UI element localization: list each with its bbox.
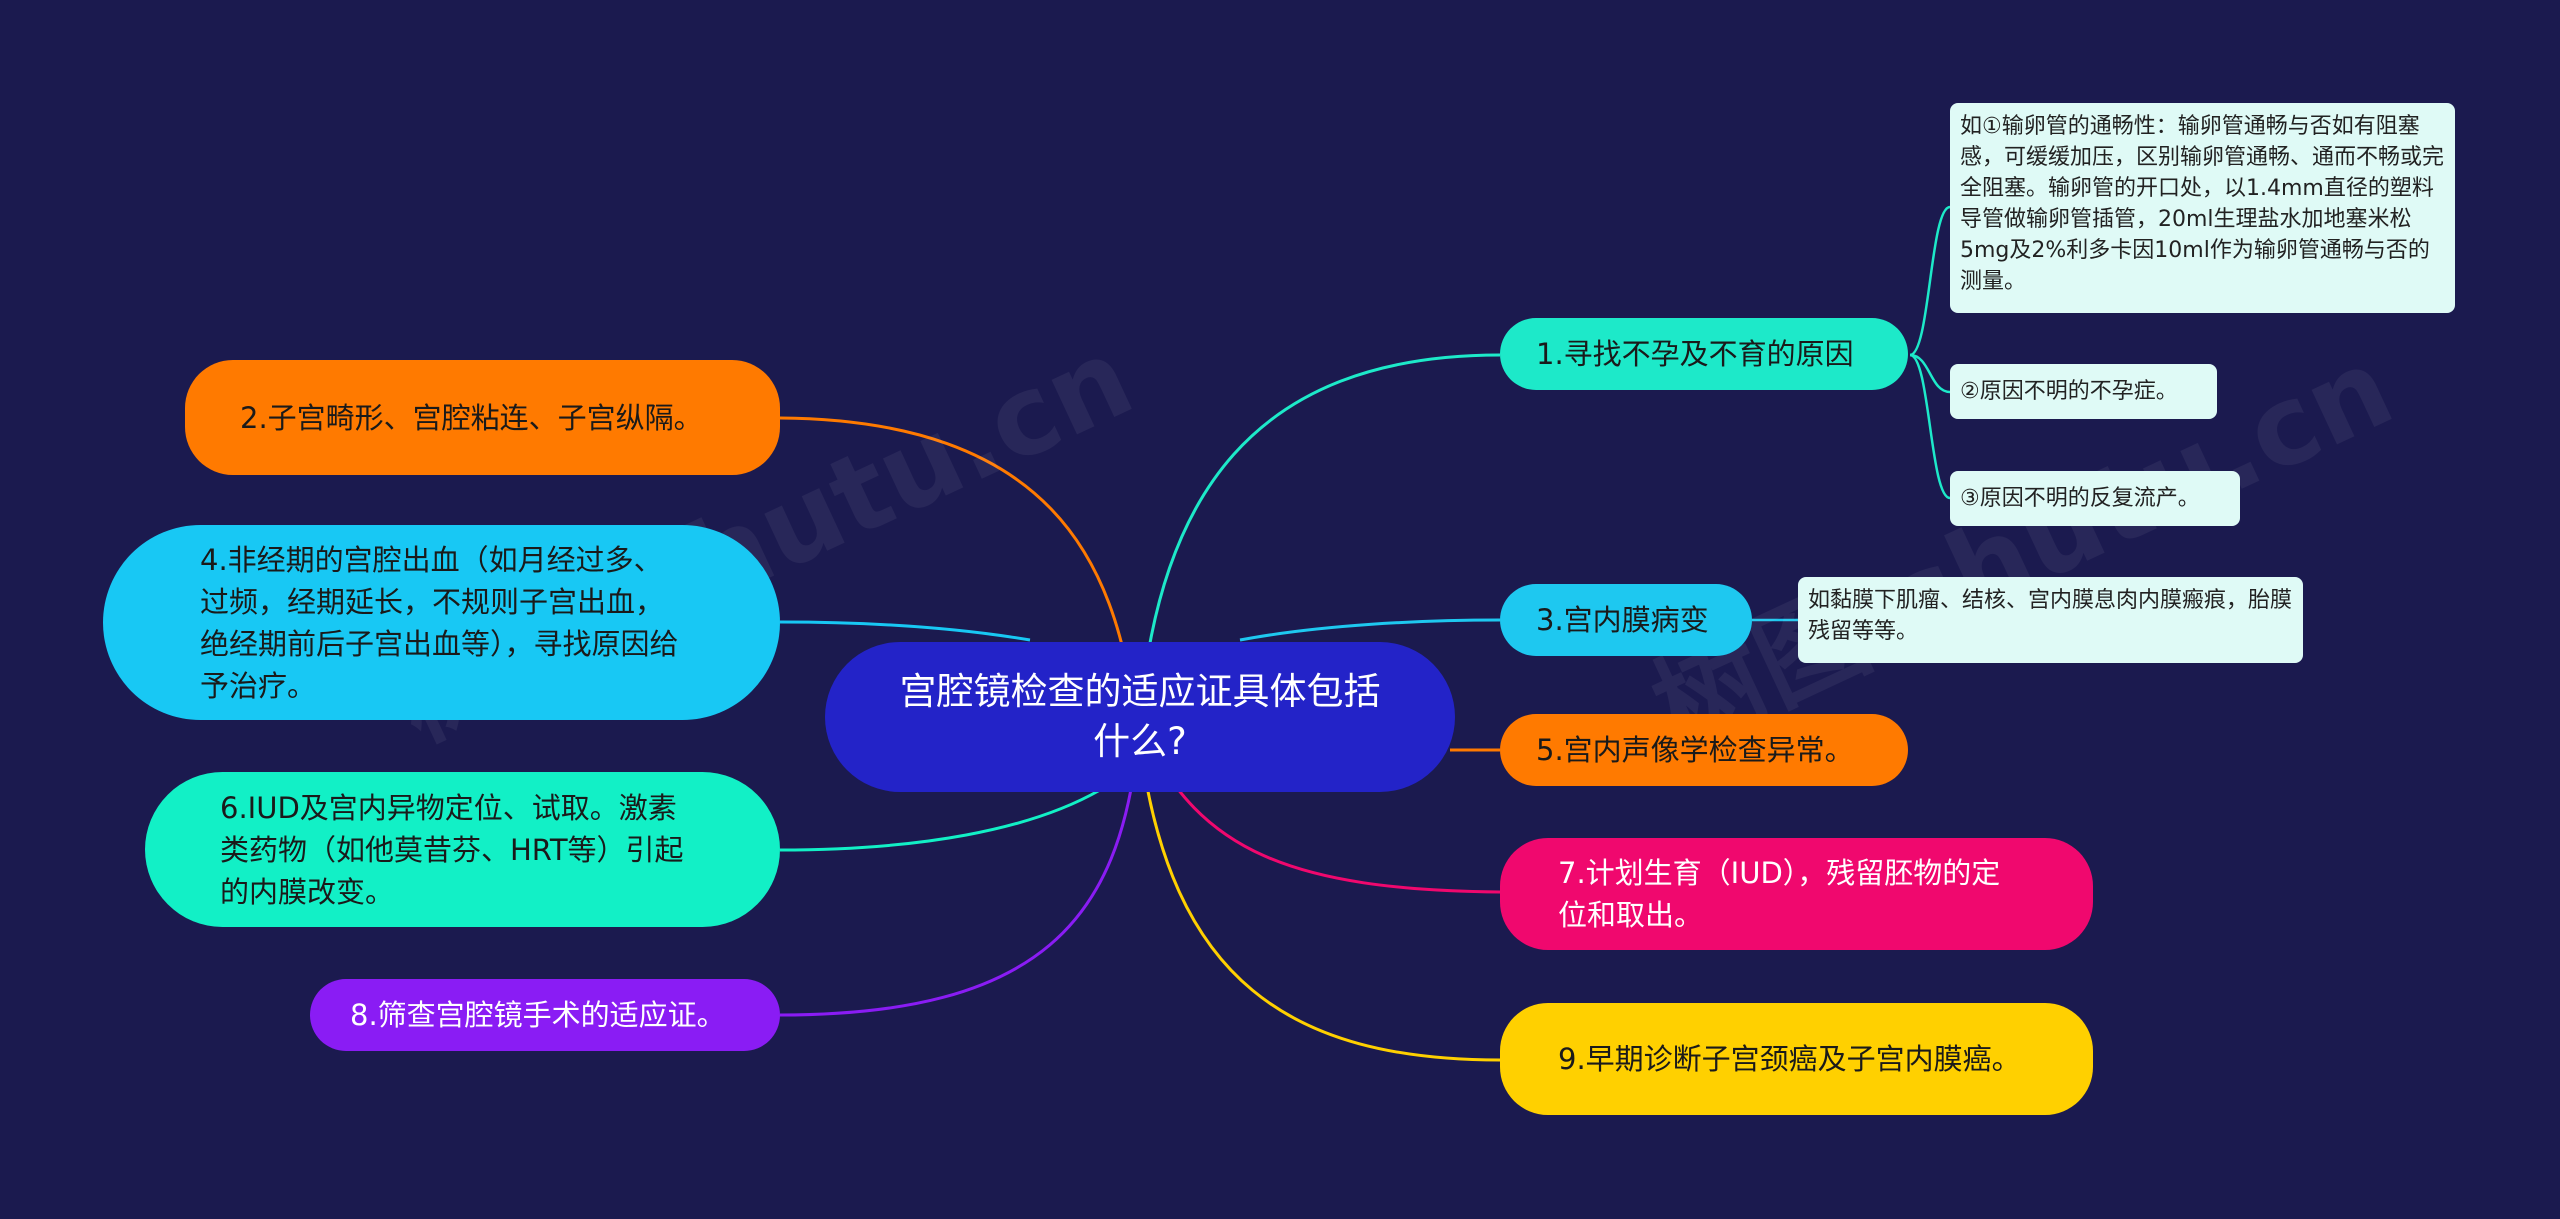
- link-b4: [779, 620, 1031, 642]
- link-d2: [1909, 353, 1951, 394]
- link-b8: [779, 739, 1140, 1017]
- link-d3: [1909, 353, 1951, 500]
- link-b6: [779, 788, 1101, 852]
- link-b3: [1239, 618, 1501, 642]
- detail-recurrent-miscarriage[interactable]: ③原因不明的反复流产。: [1950, 471, 2240, 526]
- link-b1: [1138, 353, 1501, 716]
- detail-unexplained-infertility[interactable]: ②原因不明的不孕症。: [1950, 364, 2217, 419]
- branch-1-label: 1.寻找不孕及不育的原因: [1536, 337, 1854, 371]
- branch-2-label: 2.子宫畸形、宫腔粘连、子宫纵隔。: [240, 400, 703, 435]
- branch-3-endometrial-lesion[interactable]: 3.宫内膜病变: [1500, 584, 1752, 656]
- branch-2-uterine-malformation[interactable]: 2.子宫畸形、宫腔粘连、子宫纵隔。: [185, 360, 780, 475]
- central-topic[interactable]: 宫腔镜检查的适应证具体包括什么?: [825, 642, 1455, 792]
- branch-7-label: 7.计划生育（IUD），残留胚物的定位和取出。: [1558, 856, 2001, 932]
- branch-5-label: 5.宫内声像学检查异常。: [1536, 733, 1854, 767]
- branch-4-abnormal-bleeding[interactable]: 4.非经期的宫腔出血（如月经过多、过频，经期延长，不规则子宫出血，绝经期前后子宫…: [103, 525, 780, 720]
- branch-6-label: 6.IUD及宫内异物定位、试取。激素类药物（如他莫昔芬、HRT等）引起的内膜改变…: [220, 790, 684, 909]
- branch-4-label: 4.非经期的宫腔出血（如月经过多、过频，经期延长，不规则子宫出血，绝经期前后子宫…: [200, 542, 679, 703]
- link-d1: [1909, 205, 1951, 357]
- branch-8-surgery-screening[interactable]: 8.筛查宫腔镜手术的适应证。: [310, 979, 780, 1051]
- branch-6-iud-foreign-body[interactable]: 6.IUD及宫内异物定位、试取。激素类药物（如他莫昔芬、HRT等）引起的内膜改变…: [145, 772, 780, 927]
- branch-9-label: 9.早期诊断子宫颈癌及子宫内膜癌。: [1558, 1042, 2021, 1076]
- central-topic-label: 宫腔镜检查的适应证具体包括什么?: [899, 670, 1381, 763]
- branch-5-ultrasound-abnormal[interactable]: 5.宫内声像学检查异常。: [1500, 714, 1908, 786]
- detail-endometrial-examples[interactable]: 如黏膜下肌瘤、结核、宫内膜息肉内膜瘢痕，胎膜残留等等。: [1798, 577, 2303, 663]
- link-b9: [1138, 741, 1501, 1062]
- branch-1-find-cause-infertility[interactable]: 1.寻找不孕及不育的原因: [1500, 318, 1908, 390]
- branch-7-family-planning[interactable]: 7.计划生育（IUD），残留胚物的定位和取出。: [1500, 838, 2093, 950]
- branch-3-label: 3.宫内膜病变: [1536, 603, 1709, 637]
- branch-9-early-cancer-diagnosis[interactable]: 9.早期诊断子宫颈癌及子宫内膜癌。: [1500, 1003, 2093, 1115]
- detail-tubal-patency[interactable]: 如①输卵管的通畅性：输卵管通畅与否如有阻塞感，可缓缓加压，区别输卵管通畅、通而不…: [1950, 103, 2455, 313]
- branch-8-label: 8.筛查宫腔镜手术的适应证。: [350, 998, 726, 1032]
